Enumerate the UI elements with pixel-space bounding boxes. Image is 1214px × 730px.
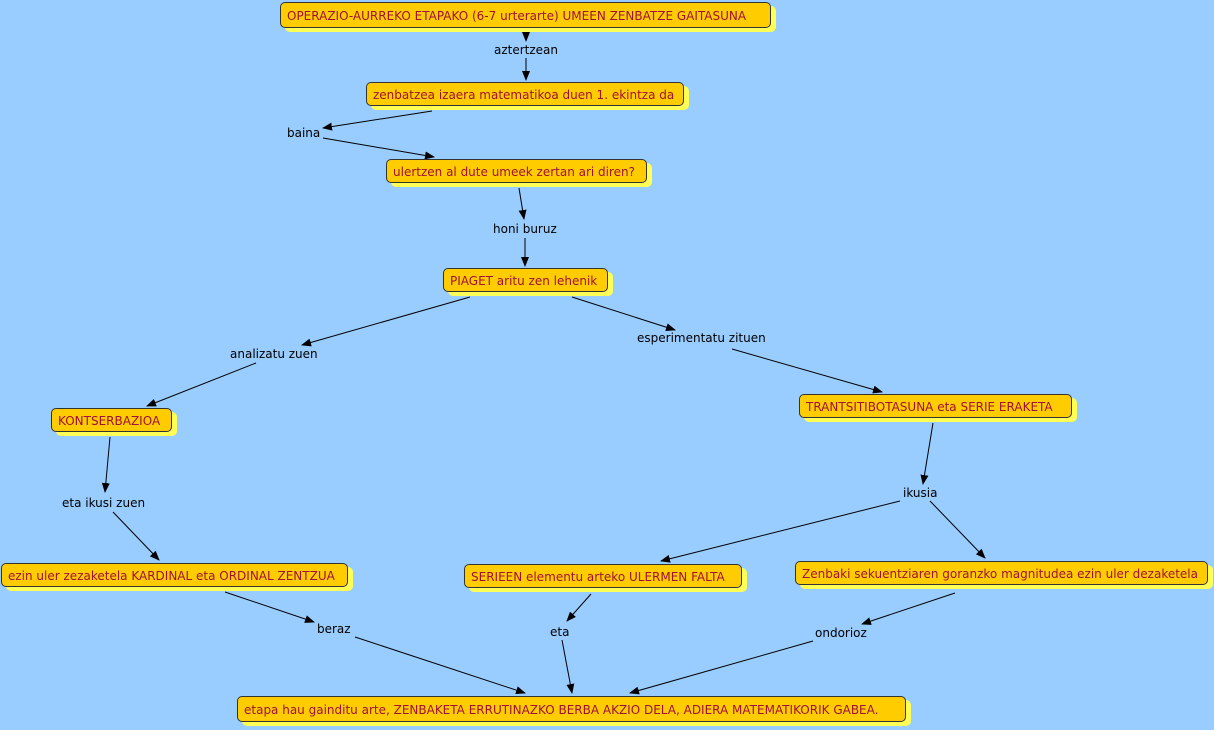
concept-node-conservation[interactable]: KONTSERBAZIOA: [51, 408, 172, 432]
link-label-ondorioz: ondorioz: [815, 626, 867, 640]
link-label-baina: baina: [287, 126, 321, 140]
edge-n6-l7: [920, 422, 934, 485]
concept-node-first-math-action[interactable]: zenbatzea izaera matematikoa duen 1. eki…: [366, 82, 684, 106]
edge-n7-l8: [224, 591, 315, 623]
edge-l7-n9: [929, 500, 986, 559]
link-label-ikusia: ikusia: [903, 486, 938, 500]
edge-l4-n5: [146, 362, 257, 407]
concept-node-transitivity[interactable]: TRANTSITIBOTASUNA eta SERIE ERAKETA: [799, 394, 1072, 418]
edge-n4-l5: [571, 296, 676, 332]
edge-n4-l4: [301, 296, 471, 347]
edge-n8-l9: [566, 593, 592, 622]
edge-n2-l2: [322, 110, 433, 131]
edge-n5-l6: [101, 436, 111, 493]
concept-node-counting-ability[interactable]: OPERAZIO-AURREKO ETAPAKO (6-7 urterarte)…: [280, 2, 771, 28]
edge-l7-n8: [660, 500, 901, 563]
link-label-eta: eta: [550, 625, 570, 639]
edge-n3-l3: [518, 187, 527, 220]
edge-l10-n10: [629, 640, 814, 695]
link-label-analizatu-zuen: analizatu zuen: [230, 347, 318, 361]
concept-node-number-sequence[interactable]: Zenbaki sekuentziaren goranzko magnitude…: [795, 561, 1208, 585]
concept-node-piaget[interactable]: PIAGET aritu zen lehenik: [443, 268, 608, 292]
edge-l8-n10: [354, 636, 526, 694]
link-label-eta-ikusi-zuen: eta ikusi zuen: [62, 496, 146, 510]
link-label-esperimentatu-zituen: esperimentatu zituen: [637, 331, 766, 345]
link-label-aztertzean: aztertzean: [494, 43, 559, 57]
edge-l2-n3: [322, 137, 435, 160]
concept-node-cardinal-ordinal[interactable]: ezin uler zezaketela KARDINAL eta ORDINA…: [1, 563, 348, 587]
concept-node-series-understanding[interactable]: SERIEEN elementu arteko ULERMEN FALTA: [464, 564, 742, 588]
concept-node-understanding-question[interactable]: ulertzen al dute umeek zertan ari diren?: [386, 159, 647, 183]
edge-l9-n10: [561, 639, 575, 694]
link-label-honi-buruz: honi buruz: [493, 222, 557, 236]
concept-node-conclusion[interactable]: etapa hau gainditu arte, ZENBAKETA ERRUT…: [237, 696, 906, 722]
edge-l5-n6: [731, 348, 883, 394]
link-label-beraz: beraz: [317, 622, 351, 636]
edge-n9-l10: [861, 592, 956, 625]
edge-l6-n7: [112, 511, 160, 561]
